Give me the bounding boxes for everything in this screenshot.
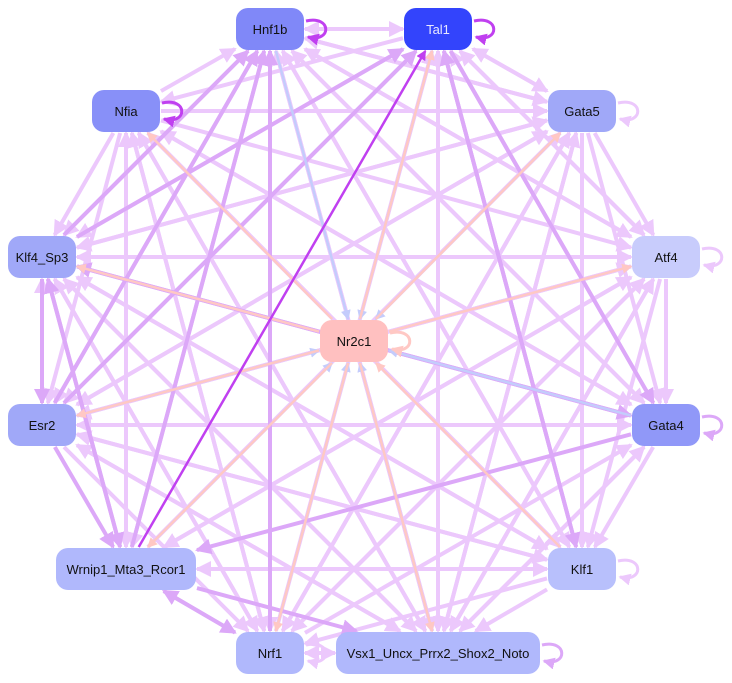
node-wrnip1[interactable]: Wrnip1_Mta3_Rcor1 [56,548,196,590]
self-loop-Nfia [161,100,184,128]
edge-Nr2c1-to-Klf4_Sp3 [75,263,320,333]
edge-Wrnip1-to-Vsx1 [196,586,359,636]
node-label: Nfia [114,103,138,119]
edge-Atf4-to-Wrnip1 [162,275,633,549]
edge-Gata5-to-Nrf1 [280,132,572,633]
edge-Nr2c1-to-Atf4 [388,263,633,333]
edge-Nfia-to-Hnf1b [160,47,237,93]
edge-Nr2c1-to-Esr2 [75,349,320,419]
edge-Gata5-to-Esr2 [75,129,549,407]
self-loop-Gata4 [701,414,724,442]
edge-Gata5-to-Atf4 [592,132,656,237]
node-label: Klf1 [570,561,594,577]
edge-Gata4-to-Nr2c1 [387,347,632,417]
node-nfia[interactable]: Nfia [92,90,160,132]
node-label: Atf4 [654,249,678,265]
edge-Nr2c1-to-Wrnip1 [147,362,333,548]
node-label: Klf4_Sp3 [15,249,69,265]
node-label: Wrnip1_Mta3_Rcor1 [66,561,186,577]
node-gata5[interactable]: Gata5 [548,90,616,132]
node-label: Nr2c1 [336,333,372,349]
node-klf1[interactable]: Klf1 [548,548,616,590]
self-loop-Hnf1b [305,18,328,46]
edge-Gata4-to-Wrnip1 [195,432,632,555]
self-loop-Nrf1 [305,642,328,670]
node-hnf1b[interactable]: Hnf1b [236,8,304,50]
edge-Nfia-to-Vsx1 [136,132,428,633]
edge-Klf4_Sp3-to-Tal1 [76,47,405,239]
node-klf4_sp3[interactable]: Klf4_Sp3 [8,236,76,278]
node-label: Nrf1 [257,645,283,661]
node-label: Esr2 [28,417,56,433]
edge-Tal1-to-Gata4 [448,50,656,405]
edge-Esr2-to-Wrnip1 [53,445,115,549]
node-nrf1[interactable]: Nrf1 [236,632,304,674]
node-atf4[interactable]: Atf4 [632,236,700,278]
node-esr2[interactable]: Esr2 [8,404,76,446]
self-loop-Vsx1 [541,642,564,670]
node-label: Vsx1_Uncx_Prrx2_Shox2_Noto [346,645,530,661]
edge-Nfia-to-Gata4 [159,129,633,407]
edge-Tal1-to-Gata5 [472,47,549,93]
edge-Klf4_Sp3-to-Klf1 [75,275,549,551]
edge-Wrnip1-to-Nrf1 [162,589,237,635]
node-label: Gata4 [648,417,684,433]
node-label: Gata5 [564,103,600,119]
node-label: Tal1 [426,21,450,37]
edge-Hnf1b-to-Nr2c1 [274,50,351,321]
edge-Nr2c1-to-Tal1 [358,49,435,320]
edge-Gata4-to-Klf1 [593,445,655,549]
edge-Klf1-to-Nr2c1 [375,362,561,548]
self-loop-Atf4 [701,246,724,274]
node-label: Hnf1b [252,21,288,37]
node-vsx1[interactable]: Vsx1_Uncx_Prrx2_Shox2_Noto [336,632,540,674]
edge-Nfia-to-Klf4_Sp3 [52,132,116,237]
edge-Nr2c1-to-Nfia [146,132,334,320]
node-tal1[interactable]: Tal1 [404,8,472,50]
edge-Esr2-to-Hnf1b [52,49,260,404]
self-loop-Gata5 [617,100,640,128]
node-nr2c1[interactable]: Nr2c1 [320,320,388,362]
edge-Nr2c1-to-Vsx1 [358,362,435,633]
self-loop-Tal1 [473,18,496,46]
node-gata4[interactable]: Gata4 [632,404,700,446]
self-loop-Klf1 [617,558,640,586]
edge-Klf1-to-Vsx1 [473,587,549,633]
edge-Wrnip1-to-Tal1 [137,49,427,548]
edge-Nr2c1-to-Nrf1 [273,362,350,633]
self-loop-Nr2c1 [389,330,412,358]
edge-Nr2c1-to-Gata5 [374,132,562,320]
